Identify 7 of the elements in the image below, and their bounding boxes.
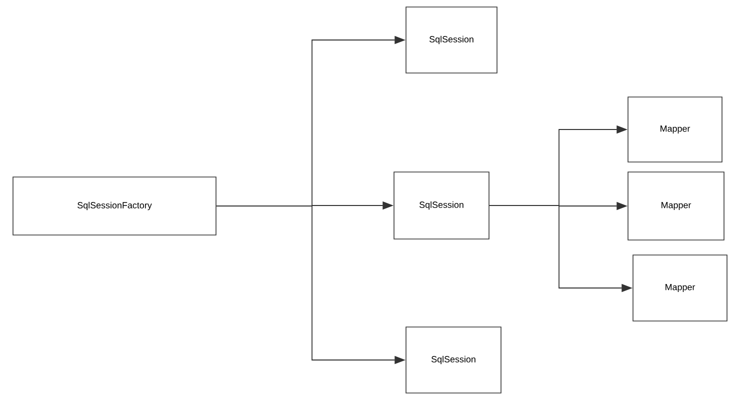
process-box: SqlSession [394,172,490,240]
process-box: SqlSessionFactory [12,176,216,236]
process-box: Mapper [632,254,728,322]
process-box: SqlSession [406,326,502,394]
process-box: Mapper [628,172,724,240]
process-box: Mapper [628,96,722,162]
process-box: SqlSession [406,6,498,74]
